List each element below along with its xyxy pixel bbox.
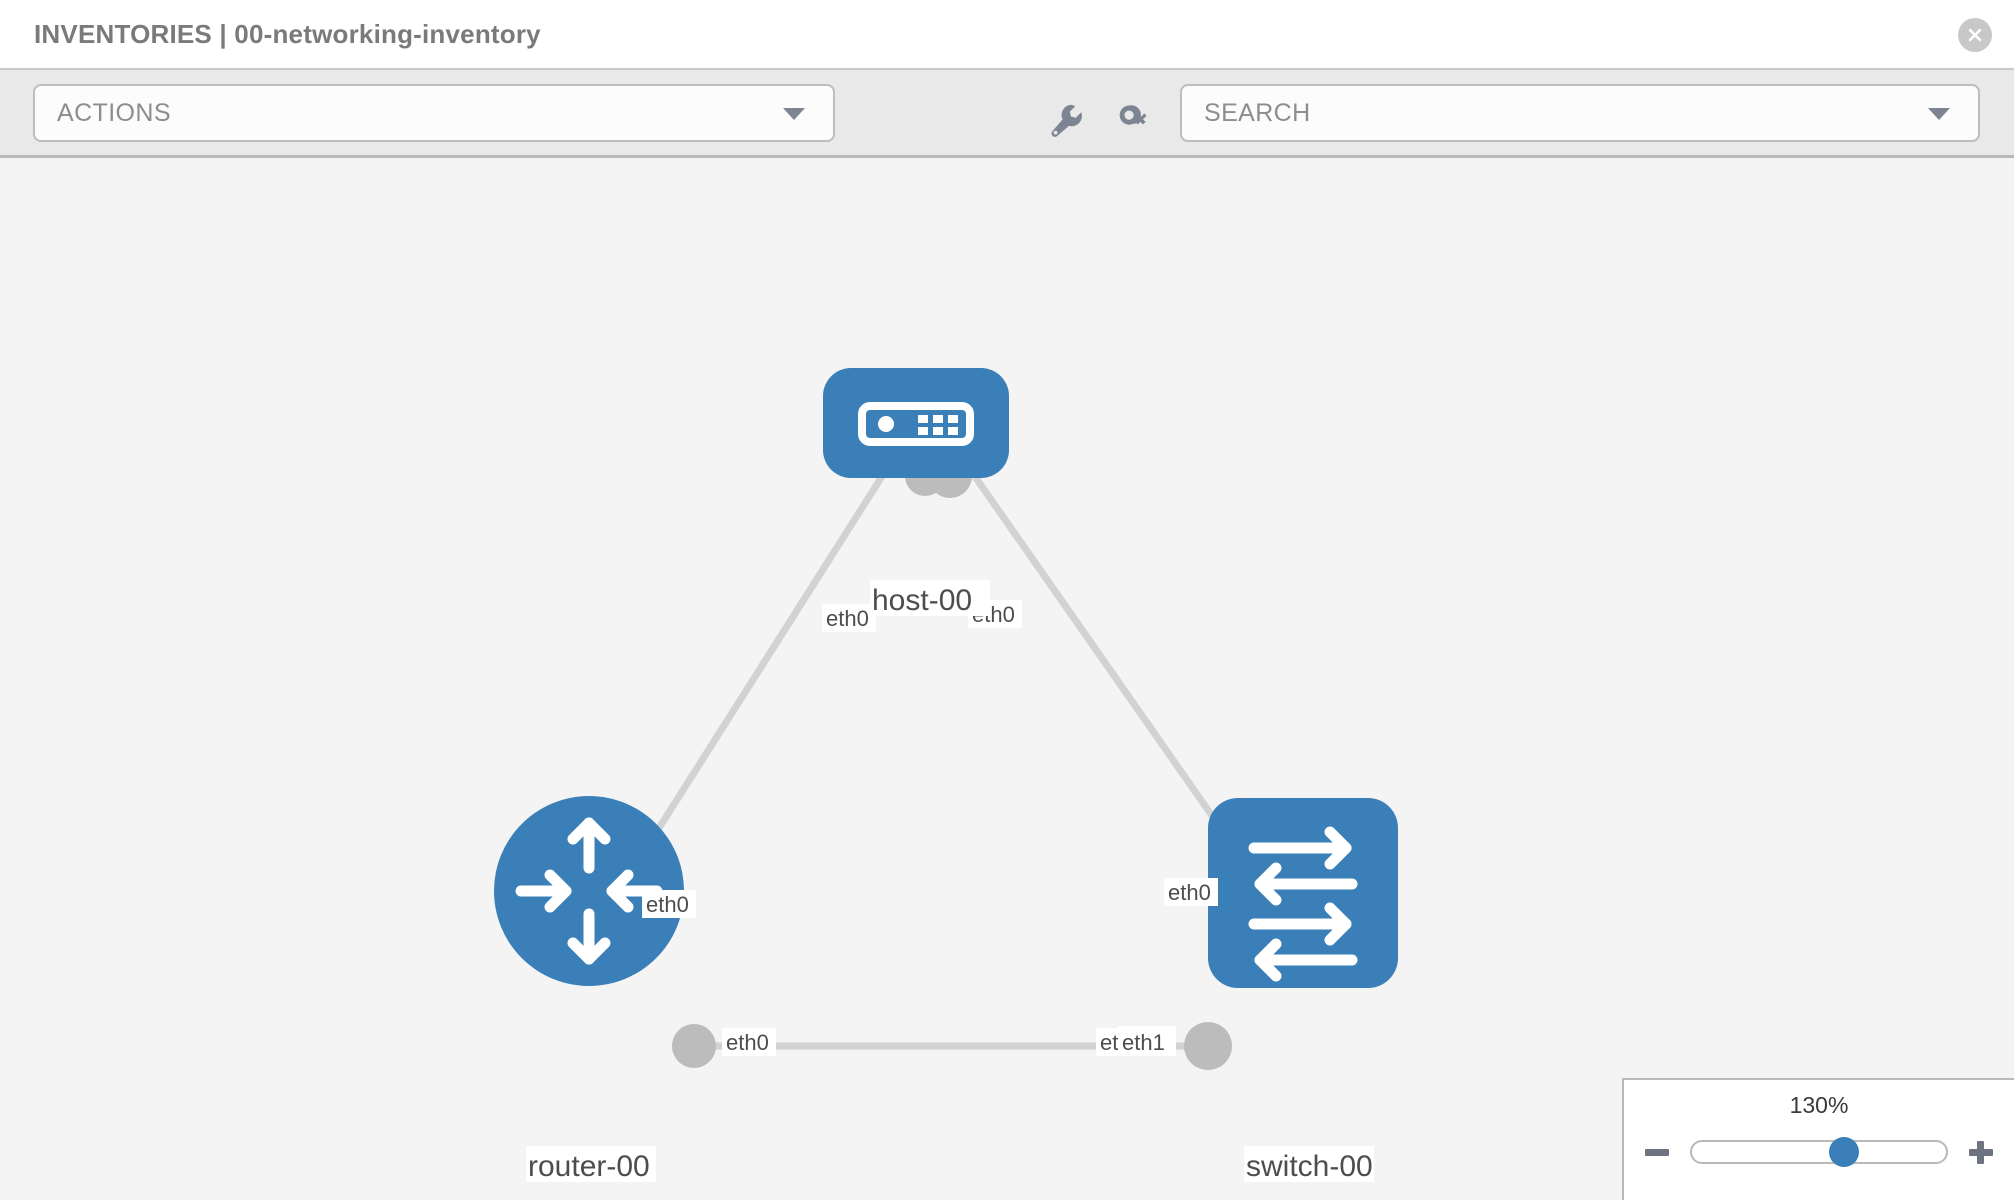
wrench-icon[interactable] bbox=[1046, 100, 1086, 140]
topology-links bbox=[637, 445, 1248, 1050]
node-router-00[interactable] bbox=[494, 796, 684, 986]
zoom-control-row bbox=[1624, 1132, 2014, 1172]
node-label-switch-00: switch-00 bbox=[1246, 1150, 1373, 1183]
node-label-router-00: router-00 bbox=[528, 1150, 650, 1183]
actions-dropdown[interactable]: ACTIONS bbox=[33, 84, 835, 142]
zoom-slider-thumb[interactable] bbox=[1829, 1137, 1860, 1167]
search-input[interactable]: SEARCH bbox=[1180, 84, 1980, 142]
zoom-level-label: 130% bbox=[1789, 1092, 1849, 1118]
zoom-in-button[interactable] bbox=[1964, 1135, 1998, 1169]
iface-label-router00-diag: eth0 bbox=[646, 892, 689, 917]
iface-label-router00-horiz: eth0 bbox=[726, 1030, 769, 1055]
router-arrows-icon bbox=[515, 817, 663, 965]
link-host00-router00[interactable] bbox=[637, 446, 903, 860]
page-header: INVENTORIES | 00-networking-inventory bbox=[0, 0, 2014, 68]
search-placeholder: SEARCH bbox=[1204, 98, 1311, 127]
key-glyph bbox=[1119, 105, 1147, 125]
iface-label-switch00-horiz: eth1 bbox=[1122, 1030, 1165, 1055]
close-x-glyph bbox=[1968, 28, 1982, 42]
topology-canvas[interactable]: eth0 eth0 eth0 eth0 eth0 eth eth1 bbox=[0, 158, 2014, 1200]
iface-label-host00-left: eth0 bbox=[826, 606, 869, 631]
zoom-control-panel: 130% bbox=[1622, 1078, 2014, 1200]
node-host-00[interactable] bbox=[823, 368, 1009, 478]
switch-arrows-icon bbox=[1248, 826, 1358, 982]
actions-dropdown-label: ACTIONS bbox=[57, 98, 171, 127]
port-router00-eth0[interactable] bbox=[672, 1024, 716, 1068]
key-icon[interactable] bbox=[1114, 100, 1154, 140]
node-host-00-shape bbox=[823, 368, 1009, 478]
zoom-out-button[interactable] bbox=[1640, 1135, 1674, 1169]
wrench-glyph bbox=[1051, 104, 1082, 137]
topology-graph: eth0 eth0 eth0 eth0 eth0 eth eth1 bbox=[494, 368, 1398, 1183]
interface-labels: eth0 eth0 eth0 eth0 eth0 eth eth1 bbox=[642, 600, 1218, 1056]
toolbar: ACTIONS SEARCH bbox=[0, 68, 2014, 158]
node-label-host-00: host-00 bbox=[872, 584, 972, 617]
node-labels: host-00 router-00 switch-00 bbox=[526, 580, 1374, 1183]
chevron-down-icon bbox=[1928, 108, 1950, 120]
iface-label-switch00-diag: eth0 bbox=[1168, 880, 1211, 905]
close-icon[interactable] bbox=[1958, 18, 1992, 52]
page-title: INVENTORIES | 00-networking-inventory bbox=[34, 18, 541, 49]
node-router-00-shape bbox=[494, 796, 684, 986]
port-switch00-eth1[interactable] bbox=[1184, 1022, 1232, 1070]
node-switch-00[interactable] bbox=[1208, 798, 1398, 988]
chevron-down-icon bbox=[783, 108, 805, 120]
link-host00-switch00[interactable] bbox=[952, 445, 1248, 866]
server-icon bbox=[858, 402, 974, 446]
zoom-slider[interactable] bbox=[1690, 1137, 1948, 1167]
